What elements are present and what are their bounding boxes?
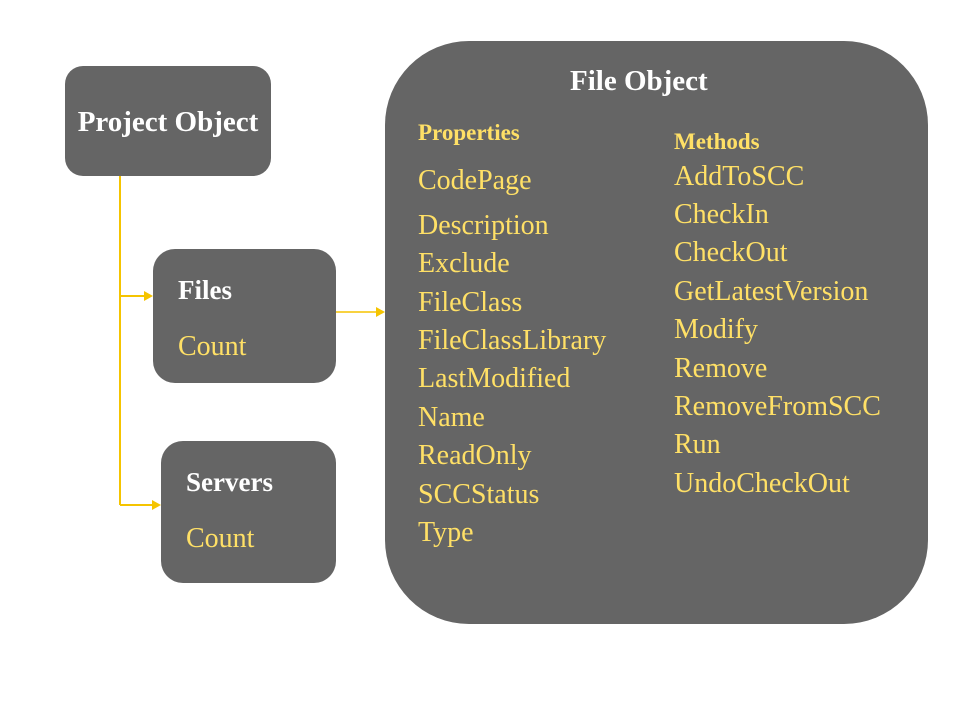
method-item: AddToSCC (674, 161, 805, 192)
method-item: Remove (674, 353, 768, 384)
property-item: LastModified (418, 363, 571, 394)
files-title: Files (178, 275, 232, 305)
property-item: FileClass (418, 287, 523, 318)
methods-heading: Methods (674, 129, 760, 154)
method-item: Run (674, 429, 721, 460)
method-item: CheckIn (674, 199, 769, 230)
property-item: Description (418, 210, 549, 241)
property-item: Name (418, 402, 485, 433)
servers-arrowhead (152, 500, 161, 510)
property-item: Type (418, 517, 474, 548)
files-count-property: Count (178, 331, 247, 362)
file-object-title: File Object (570, 65, 708, 97)
property-item: CodePage (418, 165, 532, 196)
project-object-title: Project Object (77, 106, 259, 138)
method-item: UndoCheckOut (674, 468, 850, 499)
property-item: FileClassLibrary (418, 325, 607, 356)
file-object-arrowhead (376, 307, 385, 317)
method-item: GetLatestVersion (674, 276, 869, 307)
method-item: RemoveFromSCC (674, 391, 881, 422)
project-object-box: Project Object (65, 66, 271, 176)
property-item: ReadOnly (418, 440, 532, 471)
servers-collection-box: Servers Count (161, 441, 336, 583)
servers-count-property: Count (186, 523, 255, 554)
files-collection-box: Files Count (153, 249, 336, 383)
files-arrowhead (144, 291, 153, 301)
property-item: SCCStatus (418, 479, 540, 510)
file-object-box: File Object Properties Methods CodePage … (385, 41, 928, 624)
properties-heading: Properties (418, 120, 520, 145)
property-item: Exclude (418, 248, 510, 279)
servers-title: Servers (186, 467, 273, 497)
method-item: Modify (674, 314, 758, 345)
method-item: CheckOut (674, 237, 788, 268)
